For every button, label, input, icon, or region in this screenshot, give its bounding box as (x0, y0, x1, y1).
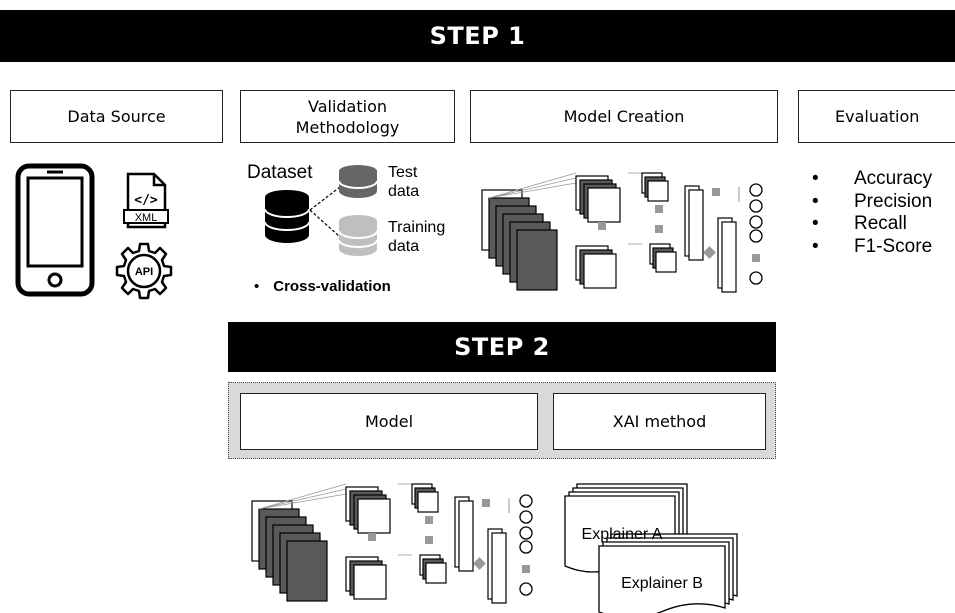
api-label: API (135, 266, 153, 278)
test-data-label: Test data (388, 163, 419, 201)
data-source-box: Data Source (10, 90, 223, 143)
xai-method-label: XAI method (612, 412, 707, 431)
test-data-line2: data (388, 183, 420, 200)
model-box: Model (240, 393, 538, 450)
metric-item: Accuracy (812, 168, 932, 191)
dataset-db-icon (264, 190, 310, 243)
training-data-label: Training data (388, 218, 445, 256)
xai-method-box: XAI method (553, 393, 766, 450)
evaluation-metrics-list: Accuracy Precision Recall F1-Score (812, 168, 932, 258)
step1-banner: STEP 1 (0, 10, 955, 62)
metric-item: Precision (812, 191, 932, 214)
evaluation-label: Evaluation (835, 107, 920, 126)
step2-title: STEP 2 (454, 333, 550, 361)
cross-validation-bullet: •Cross-validation (254, 278, 391, 295)
explainer-a-label: Explainer A (582, 526, 663, 543)
svg-text:</>: </> (134, 193, 158, 208)
xml-label: XML (135, 212, 158, 224)
xml-file-icon: </> XML (123, 172, 169, 229)
model-label: Model (364, 412, 414, 431)
model-creation-label: Model Creation (563, 107, 685, 126)
data-source-label: Data Source (67, 107, 166, 126)
api-gear-icon: API (115, 242, 173, 300)
validation-label-line2: Methodology (295, 117, 400, 137)
metric-item: F1-Score (812, 236, 932, 259)
training-data-line2: data (388, 238, 420, 255)
smartphone-icon (15, 163, 95, 297)
training-data-line1: Training (388, 219, 446, 236)
dataset-split-lines (309, 186, 341, 238)
validation-label-line1: Validation (307, 96, 387, 116)
cross-validation-label: Cross-validation (273, 278, 391, 295)
training-data-db-icon (338, 215, 378, 256)
step1-title: STEP 1 (429, 22, 526, 50)
test-data-db-icon (338, 165, 378, 198)
explainer-documents: Explainer A Explainer B (564, 483, 738, 613)
validation-methodology-box: Validation Methodology (240, 90, 455, 143)
cnn-diagram-step2 (251, 483, 533, 604)
model-creation-box: Model Creation (470, 90, 778, 143)
dataset-label: Dataset (247, 162, 313, 183)
explainer-b-label: Explainer B (621, 575, 703, 592)
metric-item: Recall (812, 213, 932, 236)
cnn-diagram-step1 (481, 172, 763, 293)
test-data-line1: Test (388, 164, 418, 181)
step2-banner: STEP 2 (228, 322, 776, 372)
evaluation-box: Evaluation (798, 90, 955, 143)
